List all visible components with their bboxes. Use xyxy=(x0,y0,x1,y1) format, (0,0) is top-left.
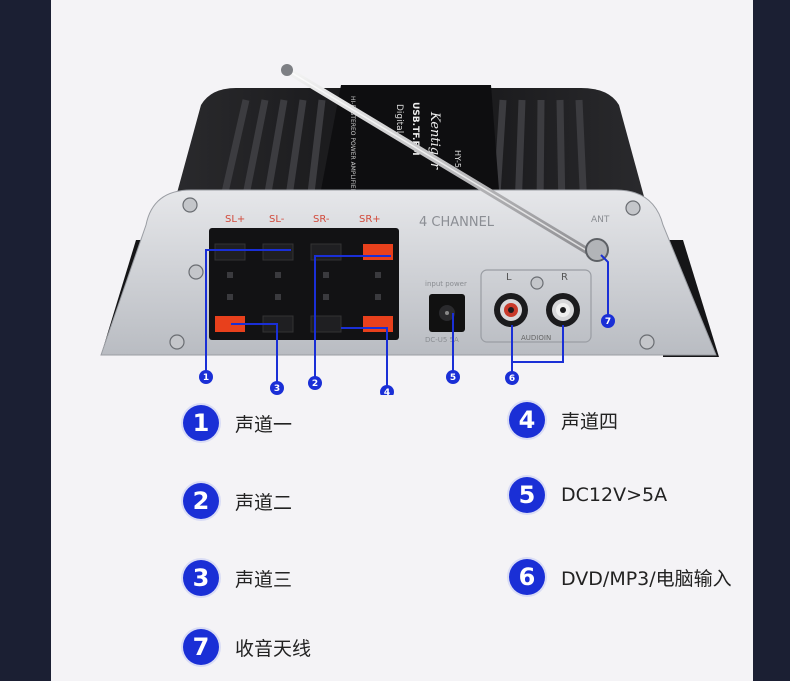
legend-badge-6: 6 xyxy=(509,559,545,595)
rca-plate xyxy=(480,269,592,343)
legend-item-4: 4 声道四 xyxy=(509,402,618,438)
legend-badge-4: 4 xyxy=(509,402,545,438)
svg-text:1: 1 xyxy=(203,373,209,383)
legend-item-6: 6 DVD/MP3/电脑输入 xyxy=(509,559,732,595)
svg-text:2: 2 xyxy=(312,379,318,389)
legend-label-2: 声道二 xyxy=(235,491,293,514)
rca-right-label: R xyxy=(561,272,568,283)
marker-7 xyxy=(601,314,615,328)
terminal-holes xyxy=(227,272,381,300)
marker-5 xyxy=(446,370,460,384)
product-detail-page: Kentiger USB.TF.FM Digital HI-FI STEREO … xyxy=(51,0,753,681)
audio-in-label: AUDIOIN xyxy=(521,334,551,342)
legend-badge-2: 2 xyxy=(183,483,219,519)
terminal-label-sr-plus: SR+ xyxy=(359,214,381,225)
legend-label-4: 声道四 xyxy=(561,410,619,433)
svg-text:4: 4 xyxy=(384,388,390,395)
svg-text:3: 3 xyxy=(274,384,280,394)
marker-1 xyxy=(199,370,213,384)
legend-label-1: 声道一 xyxy=(235,413,293,436)
terminal-labels: SL+ SL- SR- SR+ xyxy=(225,214,381,225)
terminal-label-sl-plus: SL+ xyxy=(225,214,245,225)
legend-label-7: 收音天线 xyxy=(235,637,312,660)
top-text-amplifier: HI-FI STEREO POWER AMPLIFIER xyxy=(349,96,356,193)
ant-label: ANT xyxy=(591,215,610,225)
legend-badge-1: 1 xyxy=(183,405,219,441)
top-label-plate xyxy=(321,85,499,190)
svg-text:6: 6 xyxy=(509,374,515,384)
legend-label-6: DVD/MP3/电脑输入 xyxy=(561,567,732,590)
dc-label: DC-U5 5A xyxy=(425,336,459,344)
marker-2 xyxy=(308,376,322,390)
legend-label-5: DC12V>5A xyxy=(561,484,668,506)
model-text: HY-5 xyxy=(453,150,462,168)
antenna-tip xyxy=(281,64,293,76)
legend-badge-5: 5 xyxy=(509,477,545,513)
legend-badge-7: 7 xyxy=(183,629,219,665)
legend-item-1: 1 声道一 xyxy=(183,405,292,441)
callout-markers: 1 3 2 4 5 6 7 xyxy=(199,314,615,395)
marker-3 xyxy=(270,381,284,395)
amplifier-photo: Kentiger USB.TF.FM Digital HI-FI STEREO … xyxy=(100,64,719,395)
top-text-usb: USB.TF.FM xyxy=(410,102,420,156)
legend-item-2: 2 声道二 xyxy=(183,483,292,519)
marker-6 xyxy=(505,371,519,385)
marker-4 xyxy=(380,385,394,395)
legend-item-3: 3 声道三 xyxy=(183,560,292,596)
terminal-label-sr-minus: SR- xyxy=(313,214,330,225)
panel-screws xyxy=(169,197,655,350)
port-legend: 1 声道一 4 声道四 2 声道二 5 DC12V>5A 3 声道三 6 DVD… xyxy=(51,395,753,681)
legend-item-5: 5 DC12V>5A xyxy=(509,477,667,513)
svg-text:5: 5 xyxy=(450,373,456,383)
terminal-label-sl-minus: SL- xyxy=(269,214,285,225)
callout-lines xyxy=(205,249,609,388)
legend-badge-3: 3 xyxy=(183,560,219,596)
svg-text:7: 7 xyxy=(605,317,611,327)
channel-label: 4 CHANNEL xyxy=(419,215,495,230)
top-text-digital: Digital xyxy=(394,104,404,133)
rca-left-label: L xyxy=(506,272,512,283)
legend-label-3: 声道三 xyxy=(235,568,293,591)
legend-item-7: 7 收音天线 xyxy=(183,629,311,665)
input-power-label: input power xyxy=(425,280,467,288)
